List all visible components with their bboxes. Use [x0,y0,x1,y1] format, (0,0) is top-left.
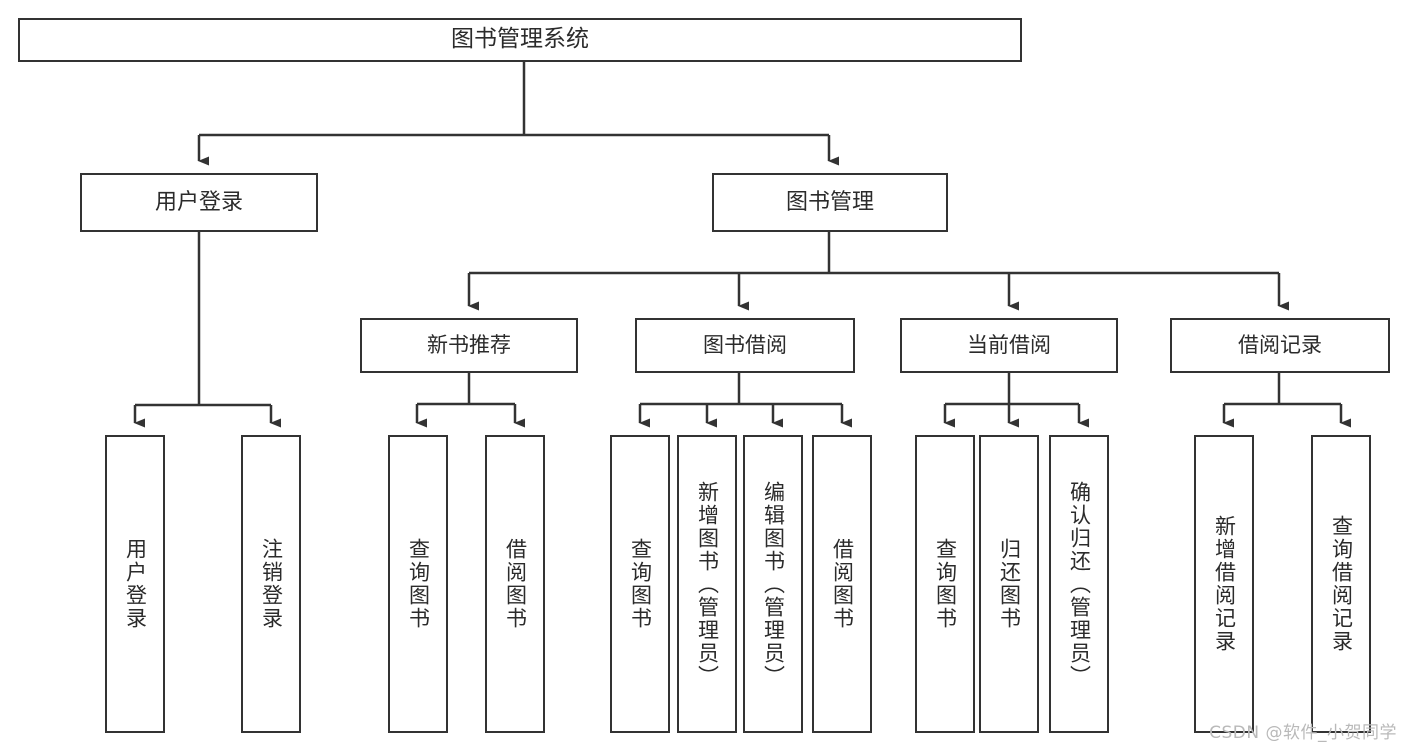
leaf-record-query-record[interactable]: 查询借阅记录 [1311,435,1371,733]
leaf-label: 查询图书 [628,538,653,630]
leaf-label: 新增借阅记录 [1212,515,1237,653]
leaf-borrow-query-book[interactable]: 查询图书 [610,435,670,733]
leaf-current-query-book[interactable]: 查询图书 [915,435,975,733]
node-borrow-record[interactable]: 借阅记录 [1170,318,1390,373]
leaf-user-login-logout[interactable]: 注销登录 [241,435,301,733]
leaf-borrow-edit-book-admin[interactable]: 编辑图书（管理员） [743,435,803,733]
leaf-current-return-book[interactable]: 归还图书 [979,435,1039,733]
leaf-borrow-borrow-book[interactable]: 借阅图书 [812,435,872,733]
leaf-label: 归还图书 [997,538,1022,630]
leaf-new-book-borrow[interactable]: 借阅图书 [485,435,545,733]
node-new-book-recommend[interactable]: 新书推荐 [360,318,578,373]
leaf-record-add-record[interactable]: 新增借阅记录 [1194,435,1254,733]
leaf-label: 用户登录 [123,538,148,630]
node-current-borrow[interactable]: 当前借阅 [900,318,1118,373]
leaf-label: 注销登录 [259,538,284,630]
leaf-label: 查询借阅记录 [1329,515,1354,653]
node-book-management[interactable]: 图书管理 [712,173,948,232]
node-root-system[interactable]: 图书管理系统 [18,18,1022,62]
leaf-user-login-login[interactable]: 用户登录 [105,435,165,733]
leaf-label: 新增图书（管理员） [695,480,720,688]
leaf-current-confirm-return-admin[interactable]: 确认归还（管理员） [1049,435,1109,733]
leaf-label: 借阅图书 [503,538,528,630]
leaf-label: 确认归还（管理员） [1067,480,1092,688]
leaf-new-book-query[interactable]: 查询图书 [388,435,448,733]
node-user-login[interactable]: 用户登录 [80,173,318,232]
leaf-label: 借阅图书 [830,538,855,630]
leaf-label: 查询图书 [406,538,431,630]
leaf-label: 查询图书 [933,538,958,630]
watermark: CSDN @软件_小贺同学 [1209,723,1397,743]
leaf-label: 编辑图书（管理员） [761,480,786,688]
leaf-borrow-add-book-admin[interactable]: 新增图书（管理员） [677,435,737,733]
node-book-borrow[interactable]: 图书借阅 [635,318,855,373]
